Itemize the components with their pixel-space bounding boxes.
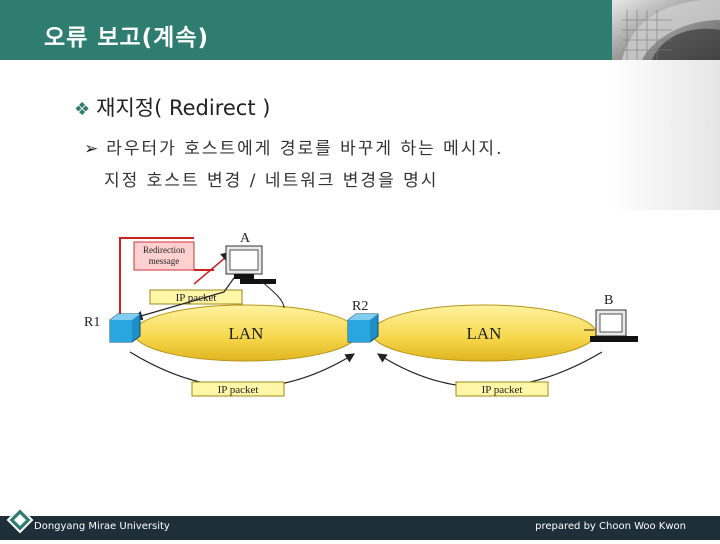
ip-packet-bottom-1 (191, 381, 285, 397)
host-b-computer-icon (590, 309, 638, 342)
redirection-label-line2: message (149, 256, 180, 266)
lan-1-label: LAN (229, 324, 264, 343)
ip-packet-bottom-2 (455, 381, 549, 397)
main-bullet: ❖재지정( Redirect ) (74, 92, 270, 122)
ip-packet-top-label: IP packet (176, 292, 217, 304)
sub-bullet-2-text: 지정 호스트 변경 / 네트워크 변경을 명시 (104, 171, 439, 191)
redirect-diagram: LAN LAN Redirection message IP packet A … (74, 222, 646, 408)
footer-bar: Dongyang Mirae University prepared by Ch… (0, 516, 720, 540)
ip-packet-bottom-1-label: IP packet (218, 384, 259, 396)
router-r1-label: R1 (84, 315, 100, 330)
sub-bullet-1: ➢라우터가 호스트에게 경로를 바꾸게 하는 메시지. (84, 134, 503, 159)
router-r1-icon (109, 313, 141, 343)
redirection-label-line1: Redirection (143, 245, 185, 255)
slide-title: 오류 보고(계속) (44, 25, 209, 51)
bullet-text: 재지정( Redirect ) (96, 96, 271, 120)
router-r2-label: R2 (352, 299, 368, 314)
footer-university: Dongyang Mirae University (34, 521, 170, 532)
host-b-label: B (604, 293, 613, 308)
diamond-bullet-icon: ❖ (74, 99, 91, 120)
footer-author: prepared by Choon Woo Kwon (535, 521, 686, 532)
redirection-message-box (133, 241, 195, 271)
arrow-bullet-icon: ➢ (84, 139, 101, 159)
corner-diamond-icon (4, 500, 38, 540)
router-r2-icon (347, 313, 379, 343)
ip-packet-bottom-2-label: IP packet (482, 384, 523, 396)
decorative-logo-image (612, 0, 720, 60)
sub-bullet-1-text: 라우터가 호스트에게 경로를 바꾸게 하는 메시지. (106, 139, 504, 159)
sub-bullet-2: 지정 호스트 변경 / 네트워크 변경을 명시 (104, 166, 438, 191)
host-a-label: A (240, 231, 251, 246)
host-a-computer-icon (225, 245, 276, 284)
decorative-side-strip (612, 60, 720, 210)
header-bar: 오류 보고(계속) (0, 0, 720, 60)
lan-2-label: LAN (467, 324, 502, 343)
